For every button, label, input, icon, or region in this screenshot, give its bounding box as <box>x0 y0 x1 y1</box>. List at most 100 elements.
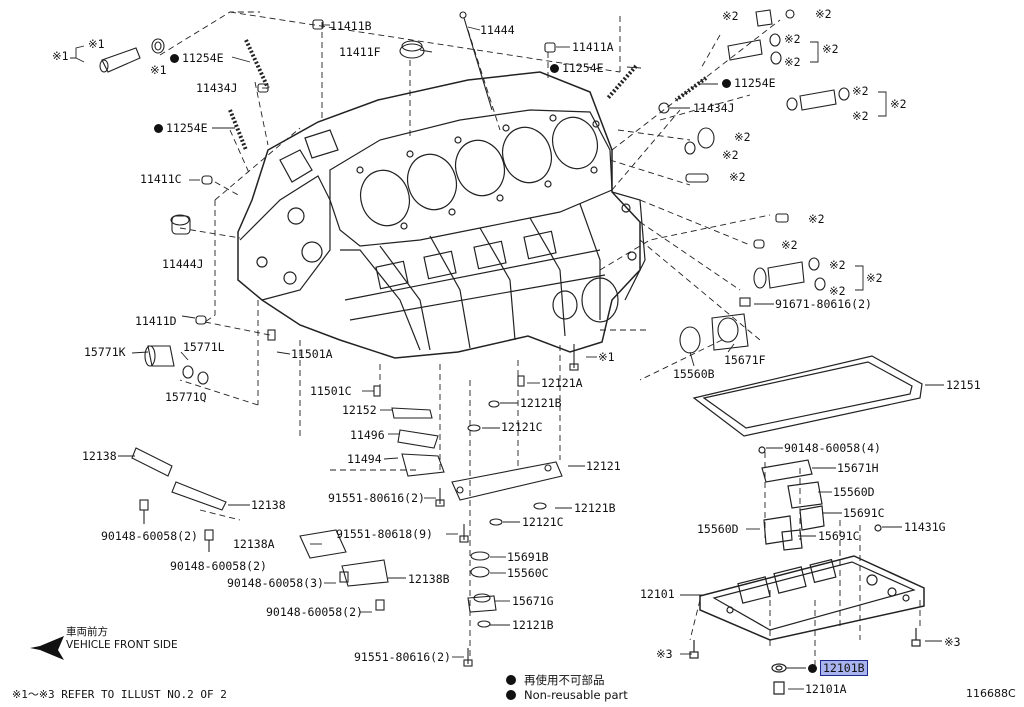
part-label-12138a[interactable]: 12138A <box>233 538 275 551</box>
part-number: 12101B <box>820 660 868 676</box>
part-label-11254e-b[interactable]: 11254E <box>550 62 604 75</box>
part-number: 11411D <box>135 314 177 328</box>
part-label-11501c[interactable]: 11501C <box>310 385 352 398</box>
part-number: 11444 <box>480 23 515 37</box>
part-number: 12121B <box>520 396 562 410</box>
part-label-12101[interactable]: 12101 <box>640 588 675 601</box>
part-label-11444j[interactable]: 11444J <box>162 258 204 271</box>
part-label-11494[interactable]: 11494 <box>347 453 382 466</box>
oil-pan-assembly <box>689 355 925 695</box>
part-label-15560b[interactable]: 15560B <box>673 368 715 381</box>
part-number: 11496 <box>350 428 385 442</box>
part-label-15560d-b[interactable]: 15560D <box>697 523 739 536</box>
part-number: 12121 <box>586 459 621 473</box>
part-label-90148-60058-d[interactable]: 90148-60058(2) <box>266 606 363 619</box>
part-label-91551-80616-a[interactable]: 91551-80616(2) <box>328 492 425 505</box>
part-label-12121b-b[interactable]: 12121B <box>574 502 616 515</box>
part-label-11254e-a[interactable]: 11254E <box>170 52 224 65</box>
reference-mark-m2j: ※2 <box>722 148 739 162</box>
part-label-90148-60058-e[interactable]: 90148-60058(4) <box>784 442 881 455</box>
part-label-11254e-c[interactable]: 11254E <box>722 77 776 90</box>
part-label-11496[interactable]: 11496 <box>350 429 385 442</box>
part-label-90148-60058-c[interactable]: 90148-60058(3) <box>227 577 324 590</box>
reference-mark-m2d: ※2 <box>822 42 839 56</box>
part-label-11444[interactable]: 11444 <box>480 24 515 37</box>
part-label-90148-60058-b[interactable]: 90148-60058(2) <box>170 560 267 573</box>
part-label-91551-80618[interactable]: 91551-80618(9) <box>336 528 433 541</box>
part-number: 11411C <box>140 172 182 186</box>
part-label-15691c-b[interactable]: 15691C <box>818 530 860 543</box>
part-label-12121a[interactable]: 12121A <box>541 377 583 390</box>
part-number: 11501C <box>310 384 352 398</box>
part-number: 15691C <box>843 506 885 520</box>
part-label-12151[interactable]: 12151 <box>946 379 981 392</box>
reference-mark-m1c: ※1 <box>150 63 167 77</box>
part-label-11411b[interactable]: 11411B <box>330 20 372 33</box>
part-label-11434j-a[interactable]: 11434J <box>196 82 238 95</box>
part-number: 91551-80616(2) <box>328 491 425 505</box>
part-number: 12121A <box>541 376 583 390</box>
part-number: 12121B <box>512 618 554 632</box>
part-label-15560c[interactable]: 15560C <box>507 567 549 580</box>
part-number: 15560D <box>833 485 875 499</box>
part-number: 91671-80616(2) <box>775 297 872 311</box>
part-label-11411c[interactable]: 11411C <box>140 173 182 186</box>
part-label-11431g[interactable]: 11431G <box>904 521 946 534</box>
part-label-90148-60058-a[interactable]: 90148-60058(2) <box>101 530 198 543</box>
reference-mark-m2a: ※2 <box>722 9 739 23</box>
legend-jp-text: 再使用不可部品 <box>524 673 605 687</box>
part-label-15771k[interactable]: 15771K <box>84 346 126 359</box>
part-label-11411d[interactable]: 11411D <box>135 315 177 328</box>
part-number: 11411A <box>572 40 614 54</box>
reference-mark-m2n: ※2 <box>829 258 846 272</box>
non-reusable-dot-icon <box>170 54 179 63</box>
non-reusable-dot-icon <box>722 79 731 88</box>
part-label-12138-b[interactable]: 12138 <box>251 499 286 512</box>
vehicle-front-label: 車両前方 VEHICLE FRONT SIDE <box>66 626 178 652</box>
non-reusable-dot-icon <box>550 64 559 73</box>
part-number: 11254E <box>182 51 224 65</box>
part-label-12152[interactable]: 12152 <box>342 404 377 417</box>
part-label-11411f[interactable]: 11411F <box>339 46 381 59</box>
part-label-15691b[interactable]: 15691B <box>507 551 549 564</box>
illustration-code: 116688C <box>966 687 1016 700</box>
part-label-12121c-b[interactable]: 12121C <box>522 516 564 529</box>
part-label-91551-80616-b[interactable]: 91551-80616(2) <box>354 651 451 664</box>
part-number: 15671H <box>837 461 879 475</box>
part-label-12138b[interactable]: 12138B <box>408 573 450 586</box>
legend-en-text: Non-reusable part <box>524 688 628 702</box>
part-number: 11434J <box>196 81 238 95</box>
part-label-15671g[interactable]: 15671G <box>512 595 554 608</box>
reference-note: ※1～※3 REFER TO ILLUST NO.2 OF 2 <box>12 688 227 701</box>
part-label-12121b-c[interactable]: 12121B <box>512 619 554 632</box>
reference-mark-m1a: ※1 <box>52 49 69 63</box>
part-label-12121[interactable]: 12121 <box>586 460 621 473</box>
part-label-11411a[interactable]: 11411A <box>572 41 614 54</box>
part-label-15771q[interactable]: 15771Q <box>165 391 207 404</box>
part-label-12101b[interactable]: 12101B <box>808 660 868 676</box>
part-number: 12101A <box>805 682 847 696</box>
part-number: 90148-60058(2) <box>101 529 198 543</box>
part-label-91671-80616[interactable]: 91671-80616(2) <box>775 298 872 311</box>
part-number: 12138 <box>251 498 286 512</box>
part-label-15671h[interactable]: 15671H <box>837 462 879 475</box>
part-label-12121b-a[interactable]: 12121B <box>520 397 562 410</box>
part-number: 11501A <box>291 347 333 361</box>
non-reusable-dot-icon <box>154 124 163 133</box>
part-label-12138-a[interactable]: 12138 <box>82 450 117 463</box>
part-label-15771l[interactable]: 15771L <box>183 341 225 354</box>
part-label-11254e-d[interactable]: 11254E <box>154 122 208 135</box>
part-label-15560d-a[interactable]: 15560D <box>833 486 875 499</box>
part-label-12101a[interactable]: 12101A <box>805 683 847 696</box>
part-number: 12151 <box>946 378 981 392</box>
part-label-15691c-a[interactable]: 15691C <box>843 507 885 520</box>
part-number: 15671F <box>724 353 766 367</box>
part-label-11501a[interactable]: 11501A <box>291 348 333 361</box>
non-reusable-dot-icon <box>506 675 516 685</box>
part-number: 15771K <box>84 345 126 359</box>
part-number: 15771L <box>183 340 225 354</box>
part-number: 12138 <box>82 449 117 463</box>
part-label-12121c-a[interactable]: 12121C <box>501 421 543 434</box>
part-label-15671f[interactable]: 15671F <box>724 354 766 367</box>
part-label-11434j-b[interactable]: 11434J <box>693 102 735 115</box>
